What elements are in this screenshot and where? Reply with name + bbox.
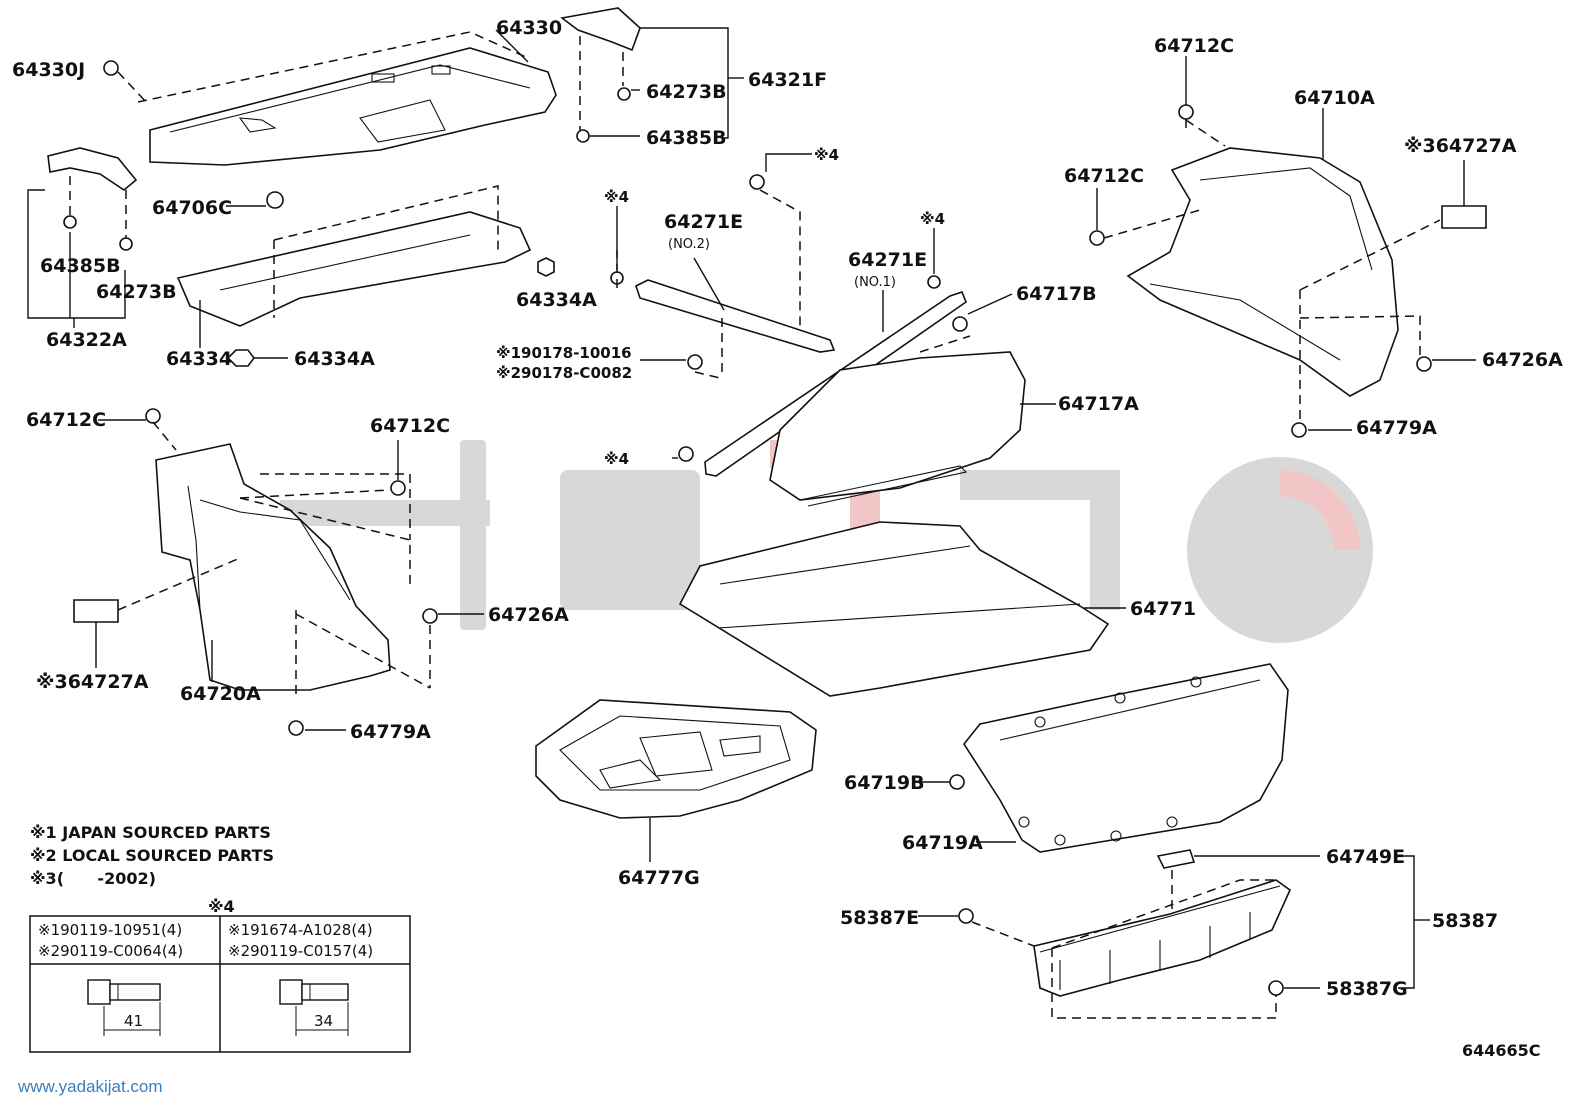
tool-tray-64777G xyxy=(535,699,817,819)
package-tray-64330 xyxy=(149,47,557,166)
label-64334: 64334 xyxy=(166,348,232,370)
table-right-code-2: ※290119-C0157(4) xyxy=(228,942,373,960)
label-64271E-no2-sub: (NO.2) xyxy=(668,237,710,252)
mat-64334 xyxy=(176,211,532,327)
label-64771: 64771 xyxy=(1130,598,1196,620)
note-2002: ※3( -2002) xyxy=(30,869,156,888)
table-right-code-1: ※191674-A1028(4) xyxy=(228,921,373,939)
sill-58387 xyxy=(1033,879,1291,997)
label-64385B-top: 64385B xyxy=(646,127,727,149)
trunk-lid-trim-64719A xyxy=(963,663,1289,853)
label-64726A-left: 64726A xyxy=(488,604,569,626)
label-64719A: 64719A xyxy=(902,832,983,854)
label-58387E: 58387E xyxy=(840,907,919,929)
label-64719B: 64719B xyxy=(844,772,925,794)
dimension-41: 41 xyxy=(124,1012,143,1030)
label-64321F: 64321F xyxy=(748,69,827,91)
strut-64271E-no2 xyxy=(610,271,836,370)
label-64726A-right: 64726A xyxy=(1482,349,1563,371)
label-64322A: 64322A xyxy=(46,329,127,351)
label-64385B-left: 64385B xyxy=(40,255,121,277)
label-64330J: 64330J xyxy=(12,59,85,81)
label-64712C-right: 64712C xyxy=(1064,165,1144,187)
table-left-code-2: ※290119-C0064(4) xyxy=(38,942,183,960)
label-64720A: 64720A xyxy=(180,683,261,705)
label-64712C-left: 64712C xyxy=(26,409,106,431)
trunk-mat-64771 xyxy=(678,521,1110,697)
label-64727A-left: ※364727A xyxy=(36,671,149,693)
label-64710A: 64710A xyxy=(1294,87,1375,109)
label-64271E-no2: 64271E xyxy=(664,211,743,233)
label-64271E-no1-sub: (NO.1) xyxy=(854,275,896,290)
label-64749E: 64749E xyxy=(1326,846,1405,868)
label-64779A-left: 64779A xyxy=(350,721,431,743)
label-64779A-right: 64779A xyxy=(1356,417,1437,439)
label-64717B: 64717B xyxy=(1016,283,1097,305)
note-mark-4-b: ※4 xyxy=(814,146,839,164)
note-mark-4-a: ※4 xyxy=(604,188,629,206)
note-local-sourced: ※2 LOCAL SOURCED PARTS xyxy=(30,846,274,865)
label-64712C-top-right: 64712C xyxy=(1154,35,1234,57)
cover-64717A xyxy=(769,316,1026,507)
label-64717A: 64717A xyxy=(1058,393,1139,415)
label-64273B-left: 64273B xyxy=(96,281,177,303)
label-64777G: 64777G xyxy=(618,867,700,889)
note-mark-4-c: ※4 xyxy=(920,210,945,228)
dimension-34: 34 xyxy=(314,1012,333,1030)
label-64727A-right: ※364727A xyxy=(1404,135,1517,157)
table-header: ※4 xyxy=(208,897,235,916)
fastener-table: ※4 ※190119-10951(4) ※290119-C0064(4) ※19… xyxy=(29,897,411,1053)
bracket-64321F xyxy=(560,7,641,143)
side-trim-64720A xyxy=(155,443,391,691)
bolt-34-icon xyxy=(279,979,349,1036)
bracket-64322A xyxy=(47,147,138,251)
label-64334A-a: 64334A xyxy=(516,289,597,311)
table-left-code-1: ※190119-10951(4) xyxy=(38,921,182,939)
note-mark-4-d: ※4 xyxy=(604,450,629,468)
note-japan-sourced: ※1 JAPAN SOURCED PARTS xyxy=(30,823,271,842)
label-64334A-b: 64334A xyxy=(294,348,375,370)
side-trim-64710A xyxy=(1126,147,1399,397)
label-290178-C0082: ※290178-C0082 xyxy=(496,364,632,382)
label-64712C-left-2: 64712C xyxy=(370,415,450,437)
website-link[interactable]: www.yadakijat.com xyxy=(17,1077,163,1096)
bolt-41-icon xyxy=(87,979,161,1036)
label-58387G: 58387G xyxy=(1326,978,1408,1000)
label-58387: 58387 xyxy=(1432,910,1498,932)
label-64330: 64330 xyxy=(496,17,562,39)
label-190178-10016: ※190178-10016 xyxy=(496,344,632,362)
label-64706C: 64706C xyxy=(152,197,232,219)
label-64273B-top: 64273B xyxy=(646,81,727,103)
drawing-code: 644665C xyxy=(1462,1041,1541,1060)
label-64271E-no1: 64271E xyxy=(848,249,927,271)
